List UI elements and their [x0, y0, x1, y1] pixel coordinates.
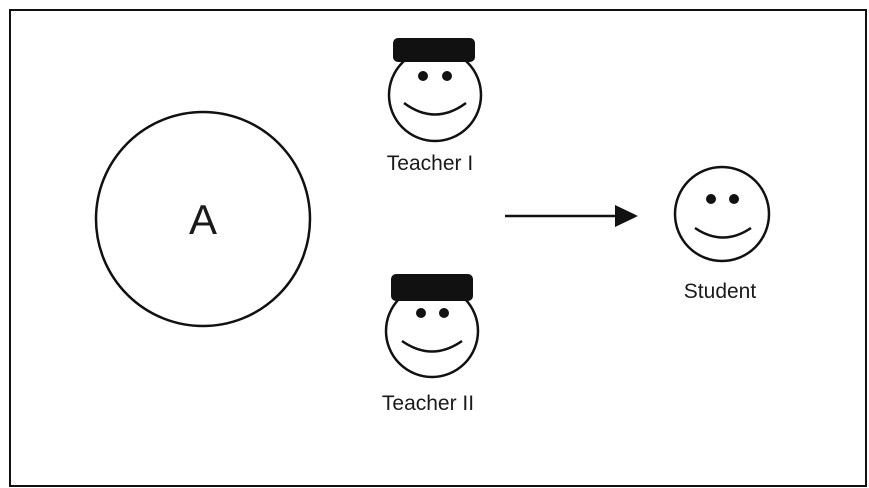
student: Student [673, 165, 771, 303]
student-label: Student [684, 280, 757, 303]
arrow-to-student [505, 205, 638, 227]
teacher-1-cap-icon [393, 38, 475, 62]
teacher-2-cap-icon [391, 274, 473, 301]
teacher-2: Teacher II [382, 274, 480, 415]
arrowhead-icon [615, 205, 638, 227]
teacher-1-label: Teacher I [387, 152, 473, 175]
teacher-2-label: Teacher II [382, 392, 474, 415]
teacher-1-face-icon [387, 38, 483, 143]
concept-circle [94, 110, 312, 328]
teacher-2-face-icon [384, 274, 480, 379]
student-face-icon [673, 165, 771, 263]
concept-label: A [189, 196, 217, 243]
concept-a: A [94, 110, 312, 328]
teacher-1: Teacher I [387, 38, 483, 175]
